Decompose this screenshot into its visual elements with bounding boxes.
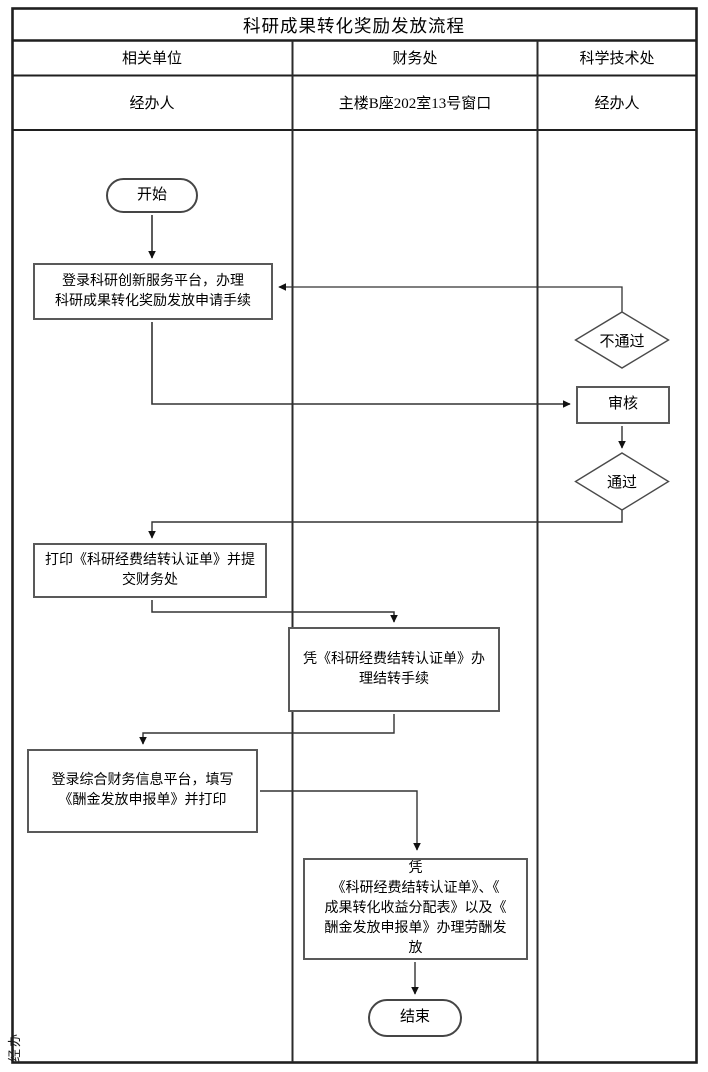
connector-printcert-to-carryover bbox=[151, 600, 398, 623]
decision-diamond-passed bbox=[574, 452, 670, 511]
connector-passed-to-printcert bbox=[148, 510, 623, 539]
decision-diamond-not-passed bbox=[574, 311, 670, 369]
lane-subheader-related-unit-handler: 经办人 bbox=[129, 96, 175, 112]
decision-label-passed: 通过 bbox=[606, 474, 637, 491]
process-fill-declaration-form: 登录综合财务信息平台，填写 《酬金发放申报单》并打印 bbox=[27, 749, 258, 833]
lane-subheader-finance-window: 主楼B座202室13号窗口 bbox=[338, 96, 492, 112]
process-review: 审核 bbox=[576, 386, 670, 424]
lane-header-sci-tech-office: 科学技术处 bbox=[579, 51, 655, 67]
page-title: 科研成果转化奖励发放流程 bbox=[243, 16, 465, 36]
lane-header-finance-office: 财务处 bbox=[392, 51, 438, 67]
table-outer-border bbox=[11, 7, 698, 1064]
connector-carryover-to-fillform bbox=[139, 714, 395, 745]
process-apply-reward: 登录科研创新服务平台，办理 科研成果转化奖励发放申请手续 bbox=[33, 263, 273, 320]
process-print-certificate: 打印《科研经费结转认证单》并提 交财务处 bbox=[33, 543, 267, 598]
lane-subheader-sci-tech-handler: 经办人 bbox=[594, 96, 640, 112]
decision-label-not-passed: 不通过 bbox=[599, 333, 645, 350]
edge-watermark-text: 经办 bbox=[7, 1032, 22, 1063]
connector-fillform-to-payout bbox=[260, 790, 421, 851]
start-terminator: 开始 bbox=[106, 178, 198, 213]
connector-apply-to-review bbox=[151, 322, 571, 408]
connector-notpassed-to-apply bbox=[278, 283, 623, 312]
end-terminator: 结束 bbox=[368, 999, 462, 1037]
process-carryover-procedure: 凭《科研经费结转认证单》办 理结转手续 bbox=[288, 627, 500, 712]
process-payout-remuneration: 凭 《科研经费结转认证单》、《 成果转化收益分配表》以及《 酬金发放申报单》办理… bbox=[303, 858, 528, 960]
lane-header-related-unit: 相关单位 bbox=[121, 51, 182, 67]
